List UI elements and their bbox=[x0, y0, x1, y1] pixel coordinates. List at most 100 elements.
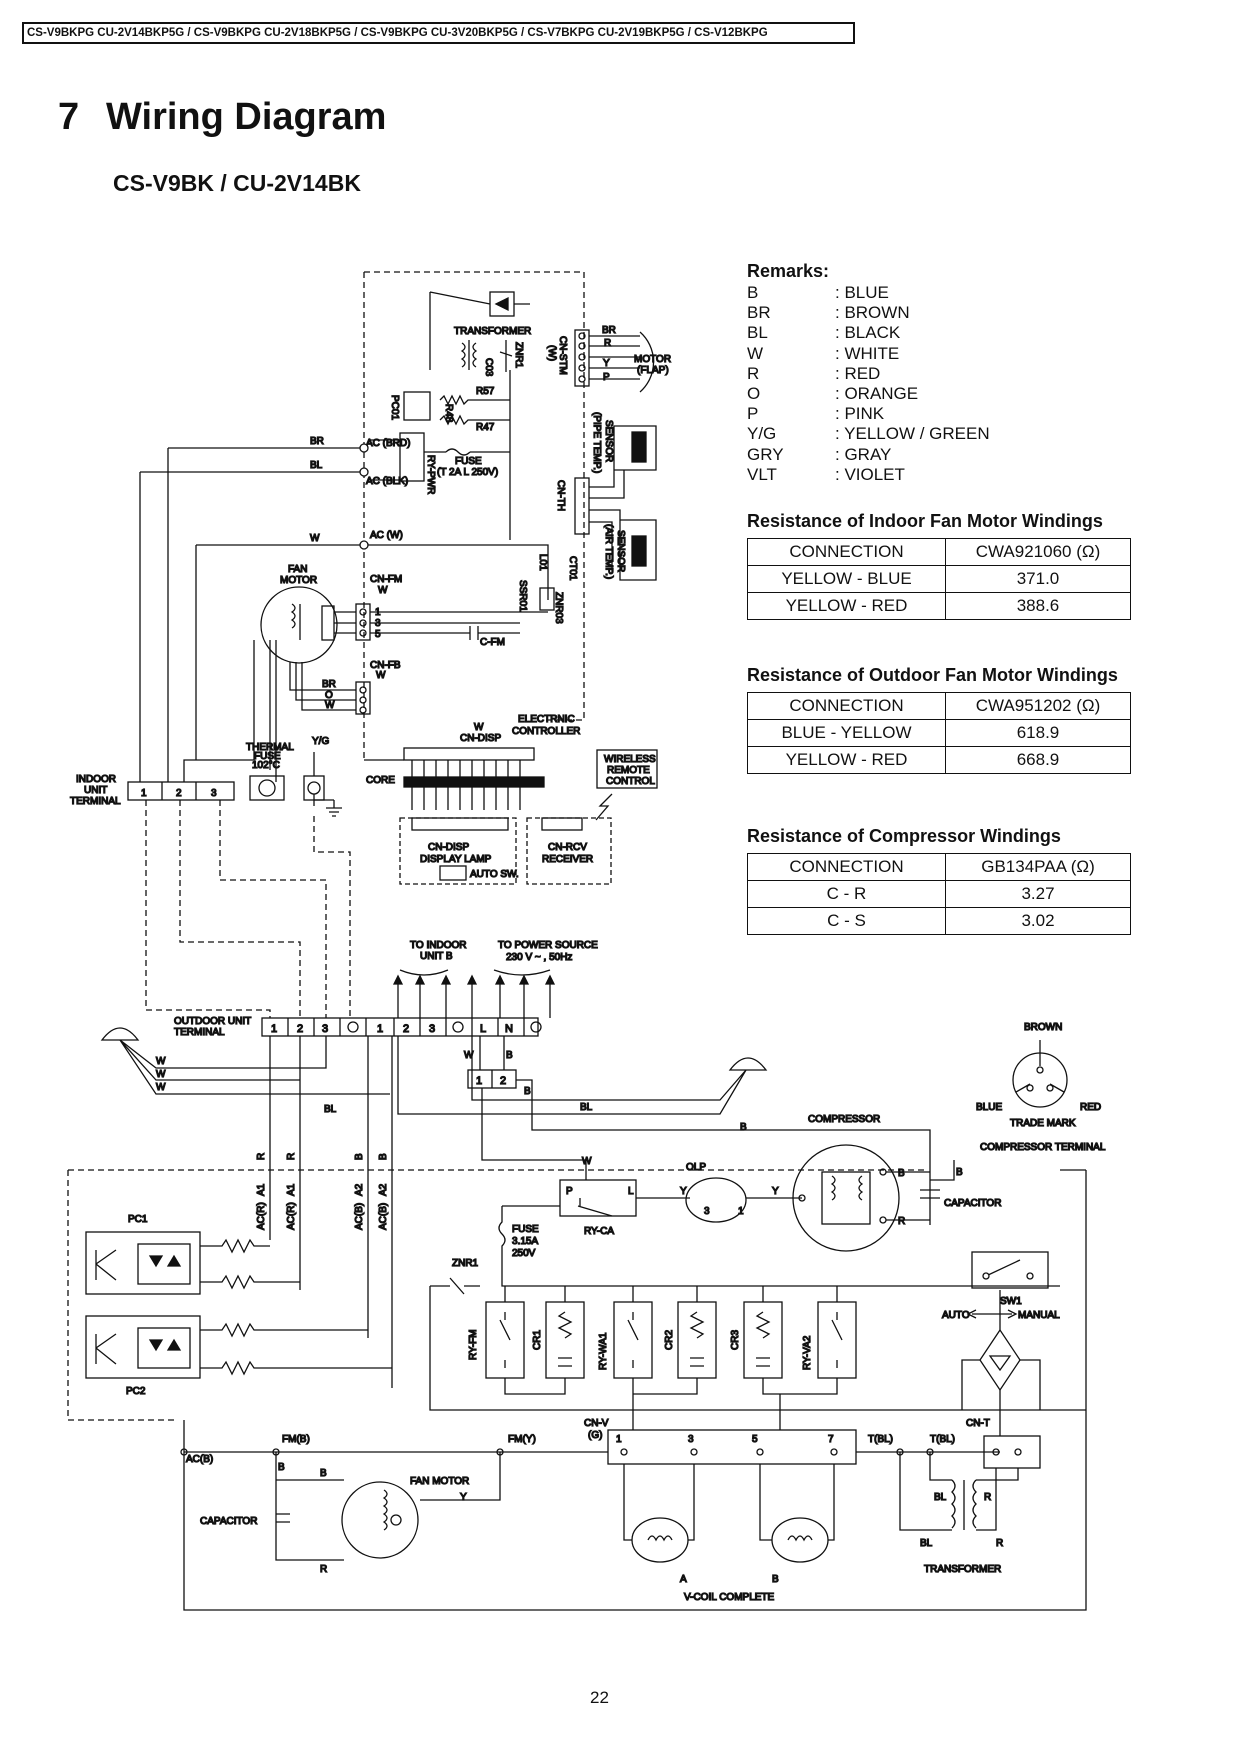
wire-yg: Y/G bbox=[312, 736, 329, 747]
terminal-3: 3 bbox=[322, 1023, 328, 1035]
ry-pwr-relay bbox=[399, 432, 425, 482]
thermal-fuse-icon bbox=[249, 775, 285, 801]
label-fm-b: FM(B) bbox=[282, 1434, 310, 1445]
ssr01-icon bbox=[539, 587, 555, 611]
capacitor-c-fm bbox=[469, 626, 479, 640]
wire-b: B bbox=[898, 1168, 905, 1179]
ground-icon bbox=[313, 794, 342, 817]
label-cn-disp: CN-DISP bbox=[460, 733, 501, 744]
label-capacitor: CAPACITOR bbox=[944, 1198, 1001, 1209]
label-outdoor: OUTDOOR UNIT bbox=[174, 1016, 251, 1027]
wireless-remote-box bbox=[596, 749, 658, 789]
wire-p: P bbox=[603, 372, 610, 383]
label-ry-ca: RY-CA bbox=[584, 1226, 614, 1237]
wire-o: O bbox=[325, 690, 333, 701]
wire-y: Y bbox=[460, 1492, 467, 1503]
label-thermal-fuse: FUSE bbox=[254, 751, 281, 762]
label-pc1: PC1 bbox=[128, 1214, 148, 1225]
section-title-text: Wiring Diagram bbox=[106, 96, 387, 138]
label-r57: R57 bbox=[476, 386, 495, 397]
label-relay-l: L bbox=[628, 1186, 634, 1197]
label-ac-blk: AC (BLK) bbox=[366, 476, 408, 487]
label-cn-fb-w: W bbox=[376, 670, 386, 681]
outdoor-fan-motor-icon bbox=[341, 1481, 419, 1559]
compressor-capacitor bbox=[886, 1170, 940, 1225]
wire-y: Y bbox=[772, 1186, 779, 1197]
outdoor-fan-resistance-table: Resistance of Outdoor Fan Motor Windings… bbox=[747, 662, 1131, 774]
label-electronic: ELECTRNIC bbox=[518, 714, 575, 725]
label-r47: R47 bbox=[476, 422, 495, 433]
label-cr3: CR3 bbox=[730, 1330, 741, 1350]
label-wireless: WIRELESS bbox=[604, 754, 656, 765]
wire-b: B bbox=[354, 1153, 365, 1160]
section-number: 7 bbox=[58, 96, 80, 138]
sw1-switch bbox=[971, 1251, 1049, 1289]
model-header: CS-V9BKPG CU-2V14BKP5G / CS-V9BKPG CU-2V… bbox=[22, 22, 855, 44]
label-pipe-sensor2: SENSOR bbox=[603, 420, 614, 462]
label-t-bl: T(BL) bbox=[868, 1434, 893, 1445]
transformer-icon bbox=[460, 340, 478, 370]
label-sw1: SW1 bbox=[1000, 1296, 1022, 1307]
label-compressor-terminal: COMPRESSOR TERMINAL bbox=[980, 1142, 1106, 1153]
wire-bl: BL bbox=[580, 1102, 593, 1113]
wire-y: Y bbox=[680, 1186, 687, 1197]
label-pc01: PC01 bbox=[389, 395, 400, 420]
wire-w: W bbox=[464, 1050, 474, 1061]
label-brown: BROWN bbox=[1024, 1022, 1062, 1033]
table-title: Resistance of Outdoor Fan Motor Windings bbox=[747, 665, 1118, 685]
terminal-2: 2 bbox=[403, 1023, 409, 1035]
pin-1: 1 bbox=[616, 1434, 622, 1445]
label-cn-disp-w: W bbox=[474, 722, 484, 733]
wire-w-label: W bbox=[310, 533, 320, 544]
flap-motor-icon bbox=[639, 331, 655, 393]
ground-icon bbox=[728, 1057, 768, 1071]
label-ry-va2: RY-VA2 bbox=[802, 1335, 813, 1370]
label-receiver: RECEIVER bbox=[542, 854, 593, 865]
label-ry-pwr: RY-PWR bbox=[425, 455, 436, 494]
label-outdoor-terminal: TERMINAL bbox=[174, 1027, 225, 1038]
cn-disp-connector bbox=[403, 747, 535, 761]
label-coil-b: B bbox=[772, 1574, 779, 1585]
page-number: 22 bbox=[590, 1688, 609, 1707]
label-cn-v: CN-V bbox=[584, 1418, 609, 1429]
terminal-l: L bbox=[480, 1023, 486, 1035]
label-fuse2: FUSE bbox=[512, 1224, 539, 1235]
label-pc2: PC2 bbox=[126, 1386, 146, 1397]
label-auto: AUTO bbox=[942, 1310, 970, 1321]
olp-3: 3 bbox=[704, 1206, 710, 1217]
varistor-icon bbox=[499, 340, 513, 372]
label-znr1: ZNR1 bbox=[513, 342, 524, 369]
terminal-3: 3 bbox=[429, 1023, 435, 1035]
label-capacitor2: CAPACITOR bbox=[200, 1516, 257, 1527]
label-auto-sw: AUTO SW. bbox=[470, 869, 519, 880]
label-relay-p: P bbox=[566, 1186, 573, 1197]
wire-r: R bbox=[984, 1492, 991, 1503]
bridge-rectifier-icon bbox=[979, 1328, 1021, 1392]
label-indoor-unit: UNIT bbox=[84, 785, 107, 796]
terminal-n: N bbox=[505, 1023, 513, 1035]
label-c-fm: C-FM bbox=[480, 637, 505, 648]
label-display-lamp: DISPLAY LAMP bbox=[420, 854, 492, 865]
v-coil-a-icon bbox=[631, 1517, 689, 1563]
v-coil-b-icon bbox=[771, 1517, 829, 1563]
label-thermal-temp: 102°C bbox=[252, 760, 280, 771]
resistor-r57 bbox=[439, 394, 510, 406]
wire-w: W bbox=[156, 1082, 166, 1093]
ferrite-core-icon bbox=[403, 776, 545, 788]
wire-b: B bbox=[956, 1167, 963, 1178]
air-temp-sensor-icon bbox=[631, 535, 647, 567]
fuse-icon bbox=[445, 448, 471, 456]
label-ac-w: AC (W) bbox=[370, 530, 403, 541]
cn-v-connector bbox=[607, 1429, 857, 1465]
outdoor-transformer-icon bbox=[951, 1479, 977, 1530]
table-title: Resistance of Indoor Fan Motor Windings bbox=[747, 511, 1103, 531]
wire-br-label: BR bbox=[310, 436, 324, 447]
label-outdoor-fan-motor: FAN MOTOR bbox=[410, 1476, 469, 1487]
